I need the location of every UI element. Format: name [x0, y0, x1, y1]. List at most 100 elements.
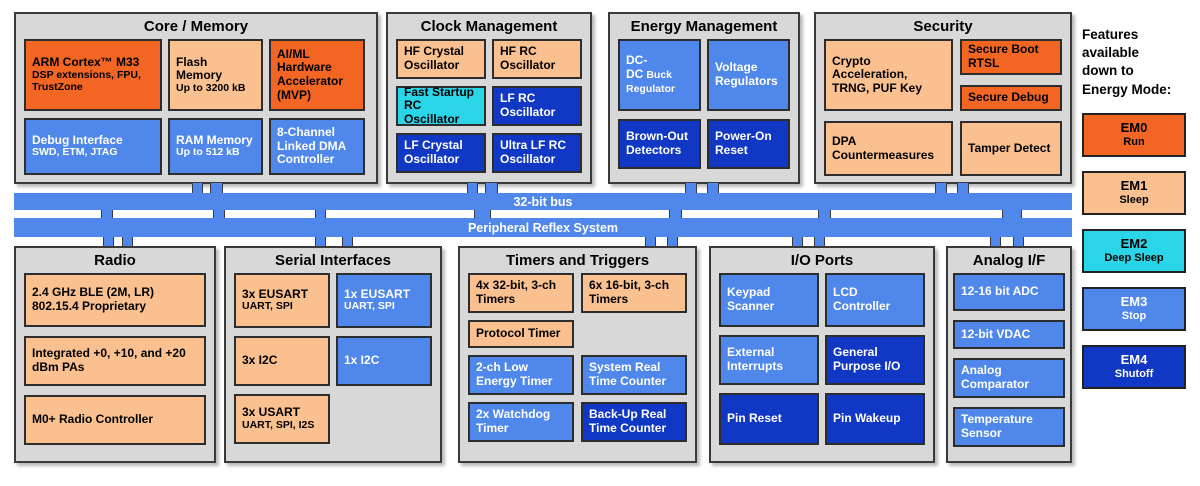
- bus-connector: [101, 210, 113, 218]
- section-title: I/O Ports: [790, 252, 854, 269]
- section-title: Analog I/F: [972, 252, 1046, 269]
- section-analog-if: Analog I/F 12-16 bit ADC 12-bit VDAC Ana…: [946, 246, 1072, 463]
- section-title: Radio: [94, 252, 136, 269]
- section-blocks: 12-16 bit ADC 12-bit VDAC Analog Compara…: [948, 273, 1070, 447]
- bus-connector: [818, 210, 831, 218]
- bus-connector: [342, 237, 353, 246]
- block-pin-reset: Pin Reset: [719, 393, 819, 445]
- bus-connector: [1002, 210, 1022, 218]
- section-title: Timers and Triggers: [505, 252, 650, 269]
- section-title: Serial Interfaces: [275, 252, 391, 269]
- energy-mode-legend: Features available down to Energy Mode: …: [1082, 12, 1190, 389]
- block-dma-controller: 8-Channel Linked DMA Controller: [269, 118, 365, 175]
- security-right-column: Secure Boot RTSL Secure Debug Tamper Det…: [960, 39, 1062, 176]
- section-core-memory: Core / Memory ARM Cortex™ M33 DSP extens…: [14, 12, 378, 184]
- block-brown-out-detectors: Brown-Out Detectors: [618, 119, 701, 169]
- block-hf-rc-osc: HF RC Oscillator: [492, 39, 582, 79]
- bus-connector: [792, 237, 803, 246]
- block-lcd-controller: LCD Controller: [825, 273, 925, 327]
- block-secure-debug: Secure Debug: [960, 85, 1062, 111]
- bus-connector: [485, 183, 498, 193]
- section-title: Energy Management: [630, 18, 778, 35]
- block-keypad-scanner: Keypad Scanner: [719, 273, 819, 327]
- section-blocks: 4x 32-bit, 3-ch Timers 6x 16-bit, 3-ch T…: [460, 273, 695, 442]
- block-ble-radio: 2.4 GHz BLE (2M, LR) 802.15.4 Proprietar…: [24, 273, 206, 327]
- section-timers-triggers: Timers and Triggers 4x 32-bit, 3-ch Time…: [458, 246, 697, 463]
- block-voltage-regulators: Voltage Regulators: [707, 39, 790, 111]
- section-io-ports: I/O Ports Keypad Scanner LCD Controller …: [709, 246, 935, 463]
- block-tamper-detect: Tamper Detect: [960, 121, 1062, 176]
- section-blocks: HF Crystal Oscillator HF RC Oscillator F…: [388, 39, 590, 173]
- bus-connector: [814, 237, 825, 246]
- bus-connector: [990, 237, 1001, 246]
- block-power-on-reset: Power-On Reset: [707, 119, 790, 169]
- bus-label: Peripheral Reflex System: [467, 220, 619, 235]
- block-1x-i2c: 1x I2C: [336, 336, 432, 386]
- bus-connector: [685, 183, 697, 193]
- block-m0-radio-controller: M0+ Radio Controller: [24, 395, 206, 445]
- block-debug-interface: Debug Interface SWD, ETM, JTAG: [24, 118, 162, 175]
- block-ultra-lf-rc-osc: Ultra LF RC Oscillator: [492, 133, 582, 173]
- block-integrated-pas: Integrated +0, +10, and +20 dBm PAs: [24, 336, 206, 386]
- block-pin-wakeup: Pin Wakeup: [825, 393, 925, 445]
- bus-connector: [122, 237, 133, 246]
- legend-em4: EM4 Shutoff: [1082, 344, 1186, 389]
- block-temperature-sensor: Temperature Sensor: [953, 407, 1065, 447]
- block-2x-watchdog-timer: 2x Watchdog Timer: [468, 402, 574, 442]
- section-blocks: ARM Cortex™ M33 DSP extensions, FPU, Tru…: [16, 39, 376, 175]
- section-blocks: Crypto Acceleration, TRNG, PUF Key DPA C…: [816, 39, 1070, 176]
- legend-em3: EM3 Stop: [1082, 286, 1186, 331]
- block-external-interrupts: External Interrupts: [719, 335, 819, 385]
- bus-connector: [1013, 237, 1024, 246]
- block-4x-32bit-timers: 4x 32-bit, 3-ch Timers: [468, 273, 574, 313]
- block-protocol-timer: Protocol Timer: [468, 320, 574, 348]
- block-system-rtc: System Real Time Counter: [581, 355, 687, 395]
- section-clock-management: Clock Management HF Crystal Oscillator H…: [386, 12, 592, 184]
- block-ram-memory: RAM Memory Up to 512 kB: [168, 118, 263, 175]
- bus-connector: [645, 237, 656, 246]
- block-dpa-countermeasures: DPA Countermeasures: [824, 121, 953, 176]
- bus-connector: [192, 183, 203, 193]
- bus-label: 32-bit bus: [513, 194, 573, 209]
- section-blocks: 3x EUSART UART, SPI 1x EUSART UART, SPI …: [226, 273, 440, 444]
- bus-connector: [669, 210, 682, 218]
- block-lf-crystal-osc: LF Crystal Oscillator: [396, 133, 486, 173]
- section-blocks: 2.4 GHz BLE (2M, LR) 802.15.4 Proprietar…: [16, 273, 214, 445]
- bus-connector: [213, 210, 225, 218]
- bus-connector: [935, 183, 947, 193]
- bus-connector: [315, 210, 326, 218]
- block-gpio: General Purpose I/O: [825, 335, 925, 385]
- bus-connector: [707, 183, 719, 193]
- block-hf-crystal-osc: HF Crystal Oscillator: [396, 39, 486, 79]
- legend-em2: EM2 Deep Sleep: [1082, 228, 1186, 273]
- section-security: Security Crypto Acceleration, TRNG, PUF …: [814, 12, 1072, 184]
- section-blocks: Keypad Scanner LCD Controller External I…: [711, 273, 933, 445]
- section-title: Core / Memory: [143, 18, 249, 35]
- legend-em0: EM0 Run: [1082, 112, 1186, 157]
- section-title: Security: [913, 18, 973, 35]
- block-3x-i2c: 3x I2C: [234, 336, 330, 386]
- block-3x-usart: 3x USART UART, SPI, I2S: [234, 394, 330, 444]
- section-serial-interfaces: Serial Interfaces 3x EUSART UART, SPI 1x…: [224, 246, 442, 463]
- block-low-energy-timer: 2-ch Low Energy Timer: [468, 355, 574, 395]
- legend-em1: EM1 Sleep: [1082, 170, 1186, 215]
- bus-connector: [315, 237, 326, 246]
- block-vdac: 12-bit VDAC: [953, 320, 1065, 349]
- block-aiml-accelerator: AI/ML Hardware Accelerator (MVP): [269, 39, 365, 111]
- block-6x-16bit-timers: 6x 16-bit, 3-ch Timers: [581, 273, 687, 313]
- block-flash-memory: Flash Memory Up to 3200 kB: [168, 39, 263, 111]
- legend-title: Features available down to Energy Mode:: [1082, 27, 1172, 97]
- bus-connector: [467, 183, 478, 193]
- security-left-column: Crypto Acceleration, TRNG, PUF Key DPA C…: [824, 39, 953, 176]
- block-arm-cortex-m33: ARM Cortex™ M33 DSP extensions, FPU, Tru…: [24, 39, 162, 111]
- block-fast-startup-rc-osc: Fast Startup RC Oscillator: [396, 85, 486, 126]
- block-lf-rc-osc: LF RC Oscillator: [492, 86, 582, 126]
- bus-connector: [667, 237, 678, 246]
- section-title: Clock Management: [420, 18, 558, 35]
- block-3x-eusart: 3x EUSART UART, SPI: [234, 273, 330, 328]
- bus-peripheral-reflex-system: Peripheral Reflex System: [14, 218, 1072, 237]
- block-analog-comparator: Analog Comparator: [953, 358, 1065, 398]
- bus-32bit: 32-bit bus: [14, 193, 1072, 210]
